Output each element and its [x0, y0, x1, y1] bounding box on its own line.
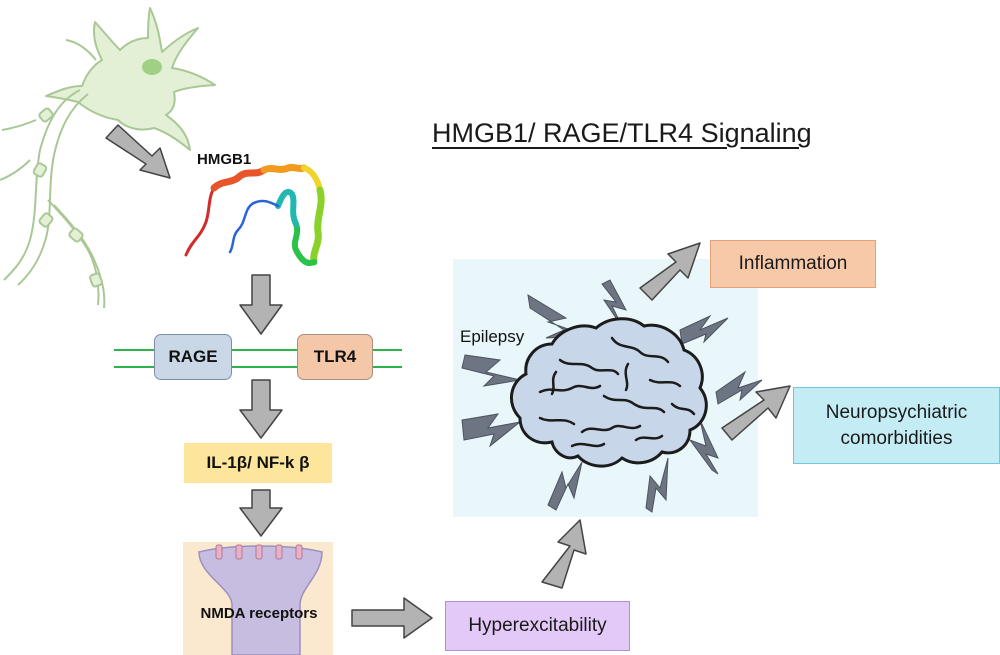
arrow-hmgb1-to-receptors [239, 274, 283, 335]
tlr4-label: TLR4 [313, 347, 357, 366]
arrow-receptors-to-il1b [239, 379, 283, 439]
inflammation-box: Inflammation [710, 240, 876, 288]
hyperexcitability-label: Hyperexcitability [468, 615, 607, 636]
il1b-nfkb-box: IL-1β/ NF-k β [184, 443, 332, 483]
neuropsychiatric-comorbidities-box: Neuropsychiatric comorbidities [793, 387, 1000, 464]
brain-icon [510, 317, 708, 468]
neuron-icon [0, 7, 216, 309]
nmda-receptors-label: NMDA receptors [200, 605, 318, 622]
arrow-hyperexcitability-to-epilepsy [541, 519, 587, 589]
tlr4-receptor-box: TLR4 [297, 334, 373, 380]
arrow-neuron-to-hmgb1 [105, 124, 171, 179]
nmda-synapse-icon [198, 544, 323, 655]
rage-label: RAGE [168, 347, 218, 366]
arrows [105, 124, 791, 639]
neuropsychiatric-label: Neuropsychiatric comorbidities [825, 401, 968, 449]
hmgb1-protein-icon [184, 163, 325, 266]
page-title: HMGB1/ RAGE/TLR4 Signaling [432, 118, 812, 148]
arrow-epilepsy-to-inflammation [639, 242, 701, 301]
inflammation-label: Inflammation [738, 253, 848, 274]
seizure-bolt-icons [461, 279, 763, 513]
hmgb1-label: HMGB1 [197, 151, 252, 168]
rage-receptor-box: RAGE [154, 334, 232, 380]
arrow-epilepsy-to-neuropsychiatric [721, 385, 791, 441]
hyperexcitability-box: Hyperexcitability [445, 601, 630, 651]
il1b-nfkb-label: IL-1β/ NF-k β [206, 453, 310, 472]
epilepsy-label: Epilepsy [460, 327, 525, 346]
arrow-nmda-to-hyperexcitability [351, 597, 433, 639]
arrow-il1b-to-nmda [239, 489, 283, 537]
